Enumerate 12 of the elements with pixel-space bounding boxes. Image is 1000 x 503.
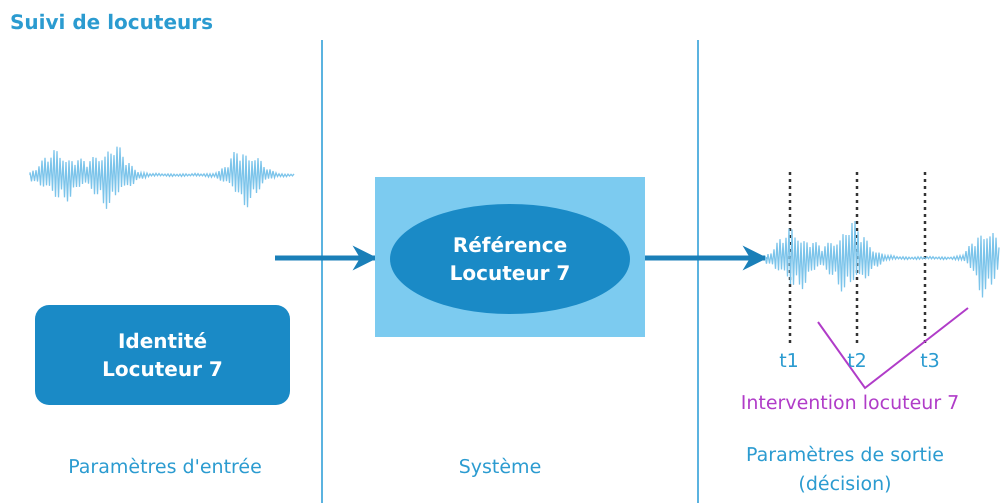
title: Suivi de locuteurs bbox=[10, 10, 214, 34]
arrow bbox=[275, 246, 378, 270]
arrow bbox=[645, 246, 768, 270]
time-label: t2 bbox=[846, 350, 868, 372]
identity-box: Identité Locuteur 7 bbox=[35, 305, 290, 405]
section-label: Paramètres de sortie (décision) bbox=[745, 443, 945, 496]
section-label: Paramètres d'entrée bbox=[67, 456, 263, 478]
section-label: Système bbox=[458, 456, 542, 478]
time-label: t1 bbox=[778, 350, 800, 372]
system-box bbox=[375, 177, 645, 337]
reference-ellipse: Référence Locuteur 7 bbox=[390, 204, 630, 314]
time-label: t3 bbox=[919, 350, 941, 372]
